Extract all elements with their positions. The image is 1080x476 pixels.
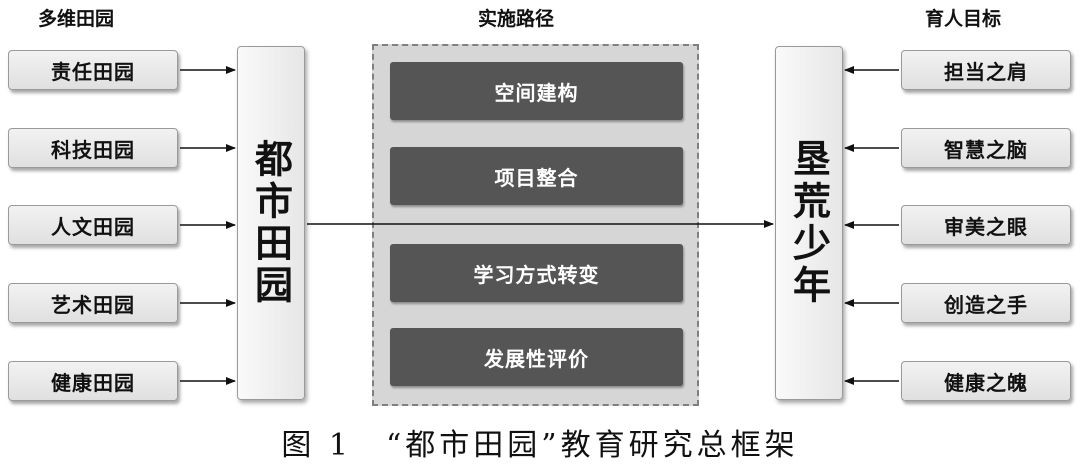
header-education-goals: 育人目标 (925, 8, 1002, 30)
right-item-wisdom-brain: 智慧之脑 (901, 128, 1071, 168)
hub-urban-garden: 都市田园 (237, 46, 305, 400)
hub-pioneer-youth: 垦荒少年 (775, 46, 843, 400)
left-item-health: 健康田园 (8, 361, 178, 401)
step-learning-transformation: 学习方式转变 (390, 244, 683, 302)
step-project-integration: 项目整合 (390, 147, 683, 205)
left-item-technology: 科技田园 (8, 128, 178, 168)
hub-urban-garden-label: 都市田园 (248, 139, 294, 307)
figure-caption: 图 1 “都市田园”教育研究总框架 (281, 428, 799, 463)
header-implementation-path: 实施路径 (478, 8, 555, 30)
hub-pioneer-youth-label: 垦荒少年 (786, 139, 832, 307)
header-multi-dimensional-gardens: 多维田园 (38, 8, 115, 30)
left-item-arts: 艺术田园 (8, 283, 178, 323)
right-item-healthy-spirit: 健康之魄 (901, 361, 1071, 401)
step-space-construction: 空间建构 (390, 62, 683, 120)
step-developmental-evaluation: 发展性评价 (390, 328, 683, 386)
right-item-creative-hand: 创造之手 (901, 283, 1071, 323)
right-item-aesthetic-eye: 审美之眼 (901, 205, 1071, 245)
left-item-responsibility: 责任田园 (8, 50, 178, 90)
left-item-humanities: 人文田园 (8, 205, 178, 245)
right-item-responsibility-shoulder: 担当之肩 (901, 50, 1071, 90)
